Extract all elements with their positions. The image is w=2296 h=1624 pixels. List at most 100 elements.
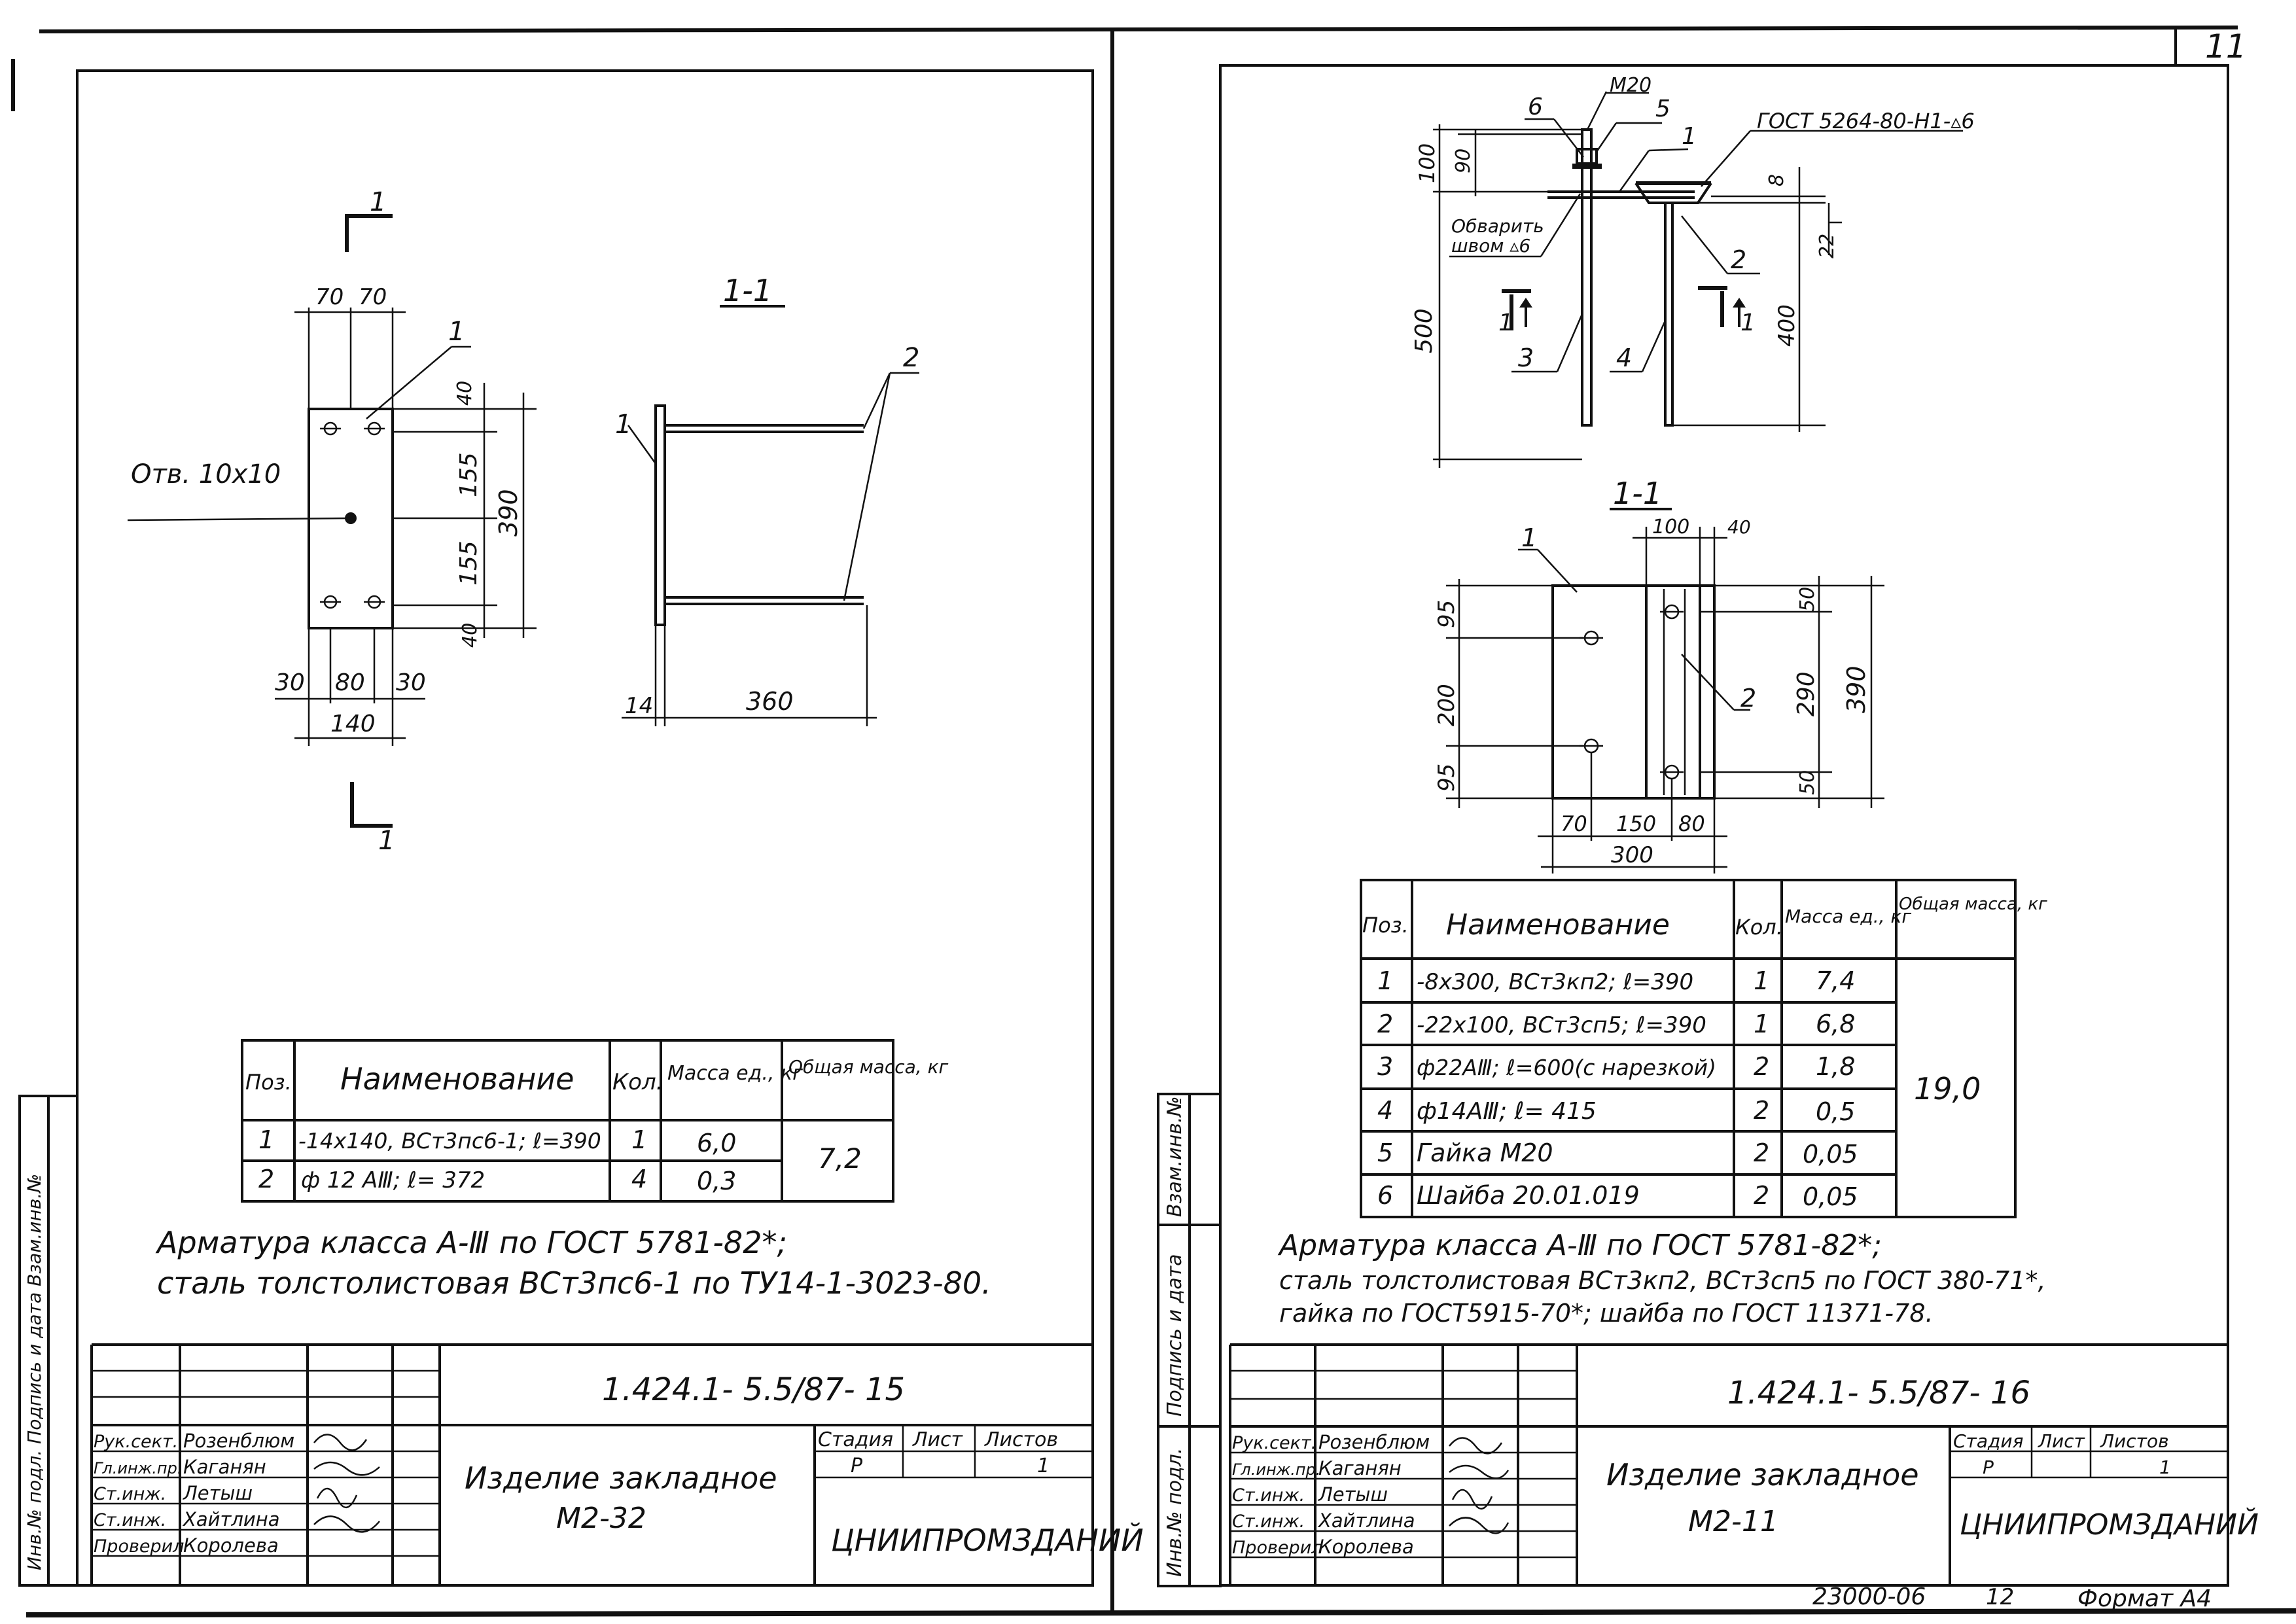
right-table-h-name: Наименование	[1446, 908, 1670, 942]
left-section-view: 1-1 14 360 1 2	[615, 273, 919, 726]
right-row2-name: -22х100, ВСт3сп5; ℓ=390	[1417, 1012, 1706, 1038]
right-note-1: Арматура класса А-Ⅲ по ГОСТ 5781-82*;	[1277, 1229, 1882, 1262]
label-pos-3: 3	[1518, 344, 1534, 372]
right-row4-pos: 4	[1377, 1096, 1393, 1125]
right-row1-pos: 1	[1377, 966, 1393, 995]
right-row4-unit-mass: 0,5	[1816, 1097, 1855, 1126]
left-row1-name: -14х140, ВСт3пс6-1; ℓ=390	[298, 1128, 601, 1154]
left-title-line1: Изделие закладное	[465, 1460, 777, 1496]
right-row6-pos: 6	[1377, 1181, 1393, 1210]
left-plan-view: 70 70 Отв. 10х10 1	[127, 187, 537, 856]
dim-100-b: 100	[1652, 516, 1689, 538]
stud-marks	[320, 421, 385, 609]
svg-text:Инв.№ подл. Подпись и дата: Инв.№ подл. Подпись и дата Взам.инв.№	[24, 1174, 45, 1570]
right-row5-pos: 5	[1377, 1139, 1393, 1167]
sheet-frames: 11	[11, 26, 2296, 1617]
left-role-5: Проверил	[94, 1536, 184, 1557]
footer-sheet-ref: 12	[1986, 1584, 2014, 1610]
left-table-h-pos: Поз.	[245, 1070, 292, 1095]
dim-50-a: 50	[1796, 587, 1819, 612]
dim-95-b: 95	[1434, 764, 1460, 792]
dim-14: 14	[625, 693, 653, 719]
left-note-1: Арматура класса А-Ⅲ по ГОСТ 5781-82*;	[155, 1225, 787, 1260]
dim-155-a: 155	[455, 452, 482, 497]
left-table-h-unit-mass: Масса ед., кг	[667, 1062, 803, 1085]
label-pos-2: 2	[1731, 245, 1746, 274]
right-name-2: Каганян	[1318, 1457, 1402, 1479]
right-sheet: М20 6 5 1 ГОСТ 5264-80-Н1-▵6 Обварить шв…	[1157, 74, 2259, 1612]
left-table-h-qty: Кол.	[612, 1069, 663, 1095]
left-row1-qty: 1	[631, 1125, 647, 1154]
right-table-h-pos: Поз.	[1362, 913, 1409, 938]
left-name-3: Летыш	[183, 1482, 253, 1504]
left-section-title: 1-1	[723, 273, 772, 308]
left-stage-label: Стадия	[818, 1428, 893, 1451]
right-role-2: Гл.инж.пр.	[1232, 1460, 1320, 1479]
right-role-4: Ст.инж.	[1232, 1511, 1305, 1532]
right-org: ЦНИИПРОМЗДАНИЙ	[1960, 1507, 2259, 1542]
right-row3-unit-mass: 1,8	[1816, 1052, 1855, 1081]
dim-155-b: 155	[455, 540, 482, 586]
right-stage-label: Стадия	[1953, 1430, 2023, 1452]
left-row2-qty: 4	[631, 1165, 647, 1193]
left-sheets: 1	[1037, 1455, 1050, 1477]
right-elevation-view: М20 6 5 1 ГОСТ 5264-80-Н1-▵6 Обварить шв…	[1411, 74, 1975, 468]
dim-80: 80	[335, 669, 365, 696]
left-role-1: Рук.сект.	[94, 1432, 178, 1452]
dim-400: 400	[1774, 304, 1800, 347]
left-doc-code: 1.424.1- 5.5/87- 15	[602, 1371, 905, 1408]
dim-40-top: 40	[453, 381, 476, 406]
right-section-pos-1: 1	[1521, 523, 1537, 552]
label-section-left: 1	[1498, 309, 1513, 336]
side-label-signature-date: Подпись и дата	[1163, 1254, 1186, 1417]
section-mark-bottom: 1	[378, 826, 395, 856]
right-title-block: 1.424.1- 5.5/87- 16 Рук.сект. Гл.инж.пр.…	[1229, 1343, 2259, 1586]
right-title-line2: М2-11	[1688, 1505, 1778, 1538]
left-row2-pos: 2	[258, 1165, 274, 1193]
label-pos-5: 5	[1655, 96, 1670, 122]
left-sheets-label: Листов	[984, 1428, 1058, 1451]
label-section-right: 1	[1740, 309, 1756, 336]
right-row6-qty: 2	[1754, 1181, 1769, 1210]
left-row1-unit-mass: 6,0	[697, 1129, 736, 1157]
right-name-5: Королева	[1318, 1536, 1414, 1558]
side-label-original-inv: Инв.№ подл.	[1163, 1448, 1186, 1577]
dim-300: 300	[1611, 842, 1653, 868]
dim-8: 8	[1765, 174, 1788, 186]
dim-95-a: 95	[1434, 600, 1460, 628]
signatures	[313, 1434, 380, 1533]
right-note-3: гайка по ГОСТ5915-70*; шайба по ГОСТ 113…	[1279, 1299, 1934, 1328]
dim-360: 360	[746, 687, 794, 716]
left-table-h-name: Наименование	[340, 1061, 574, 1097]
right-notes: Арматура класса А-Ⅲ по ГОСТ 5781-82*; ст…	[1277, 1229, 2046, 1328]
side-label-replace-inv: Взам.инв.№	[1163, 1096, 1186, 1217]
left-role-3: Ст.инж.	[94, 1484, 166, 1504]
dim-30-b: 30	[396, 669, 426, 696]
dim-80-right: 80	[1678, 811, 1705, 836]
label-gost-weld: ГОСТ 5264-80-Н1-▵6	[1757, 109, 1975, 133]
right-role-1: Рук.сект.	[1232, 1433, 1316, 1453]
left-name-5: Королева	[183, 1534, 279, 1557]
right-row3-qty: 2	[1754, 1052, 1769, 1081]
right-row1-name: -8х300, ВСт3кп2; ℓ=390	[1417, 969, 1693, 995]
left-title-line2: М2-32	[556, 1502, 646, 1535]
dim-290: 290	[1793, 671, 1820, 716]
right-row6-unit-mass: 0,05	[1803, 1182, 1858, 1211]
left-title-block: 1.424.1- 5.5/87- 15 Рук.сект. Гл.инж.пр.…	[90, 1343, 1144, 1585]
right-sheet-label: Лист	[2038, 1430, 2085, 1452]
dim-200: 200	[1434, 684, 1460, 726]
left-sheet: 70 70 Отв. 10х10 1	[18, 187, 1144, 1587]
left-section-pos-2: 2	[903, 343, 919, 373]
footer-format: Формат А4	[2077, 1585, 2212, 1612]
dim-70-b: 70	[359, 284, 387, 310]
left-note-2: сталь толстолистовая ВСт3пс6-1 по ТУ14-1…	[157, 1265, 991, 1301]
dim-390: 390	[494, 489, 523, 537]
right-table-h-unit-mass: Масса ед., кг	[1785, 906, 1911, 927]
left-role-4: Ст.инж.	[94, 1510, 166, 1530]
dim-500: 500	[1411, 308, 1438, 353]
left-notes: Арматура класса А-Ⅲ по ГОСТ 5781-82*; ст…	[155, 1225, 991, 1301]
right-row4-qty: 2	[1754, 1096, 1769, 1125]
right-table-h-total-mass: Общая масса, кг	[1899, 894, 2047, 914]
right-doc-code: 1.424.1- 5.5/87- 16	[1727, 1375, 2030, 1411]
